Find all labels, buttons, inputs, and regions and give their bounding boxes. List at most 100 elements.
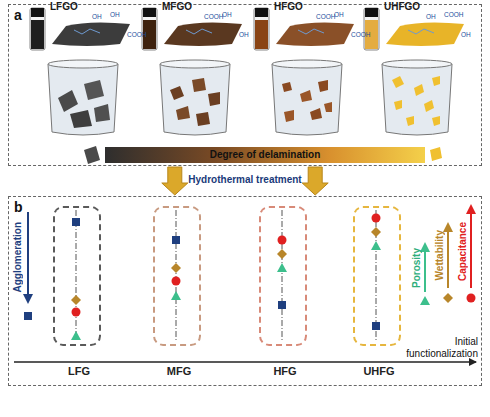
mfgo-sample <box>142 8 242 135</box>
vial-liquid <box>31 20 44 49</box>
porosity-marker <box>71 331 81 340</box>
process-label: Hydrothermal treatment <box>170 174 320 185</box>
functional-group: COOH <box>444 11 464 18</box>
beaker-rim <box>160 60 230 68</box>
flake <box>192 78 206 92</box>
vial <box>142 8 157 50</box>
sample-column: LFG <box>53 206 101 346</box>
wettability-marker <box>71 295 81 305</box>
agglomeration-marker <box>72 218 80 226</box>
lfgo-sample <box>30 8 130 135</box>
vial-liquid <box>255 20 268 49</box>
axis-arrow <box>14 361 476 363</box>
column-label: MFG <box>131 365 227 377</box>
beaker <box>160 64 230 135</box>
flake <box>392 76 404 88</box>
axis-label: Initial functionalization <box>394 336 478 360</box>
flake <box>94 104 110 122</box>
flake <box>310 108 322 120</box>
functional-group: OH <box>334 11 344 18</box>
delamination-bar <box>105 147 425 163</box>
column-label: HFG <box>237 365 333 377</box>
legend-arrowhead <box>466 204 476 214</box>
column-axis <box>76 210 77 340</box>
flake <box>284 110 294 122</box>
flake <box>208 92 220 106</box>
flake <box>176 106 190 120</box>
legend-arrow <box>27 212 29 296</box>
flake <box>324 102 332 112</box>
functional-group: OH <box>461 31 471 38</box>
agglomeration-marker <box>372 322 380 330</box>
functional-group: COOH <box>316 13 336 20</box>
flake <box>424 100 434 112</box>
column-label: LFG <box>31 365 127 377</box>
legend-arrow <box>447 230 449 288</box>
column-axis <box>282 210 283 340</box>
flake <box>70 110 92 128</box>
legend-arrow <box>424 250 426 292</box>
flake <box>414 84 424 96</box>
column-axis <box>376 210 377 340</box>
flake <box>58 90 78 112</box>
panel-letter: a <box>14 7 22 23</box>
flake <box>282 82 292 92</box>
vial-cap <box>365 8 378 17</box>
vial <box>364 8 379 50</box>
functional-group: OH <box>426 13 436 20</box>
beaker-rim <box>48 60 118 68</box>
beaker <box>48 64 118 135</box>
panel: a <box>8 4 482 166</box>
sample-column: UHFG <box>353 206 401 346</box>
sample-column: MFG <box>153 206 201 346</box>
beaker <box>382 64 452 135</box>
flake <box>394 100 402 110</box>
panel-letter: b <box>14 199 23 215</box>
hfgo-sample <box>254 8 354 135</box>
bond-lines <box>298 29 324 34</box>
functional-group: COOH <box>204 13 224 20</box>
sample-name: HFGO <box>274 1 303 12</box>
legend-sample <box>24 312 32 320</box>
porosity-marker <box>371 241 381 250</box>
flake-icon <box>430 147 442 161</box>
flake <box>406 116 414 126</box>
bond-lines <box>408 29 434 34</box>
column-axis <box>176 210 177 340</box>
vial-cap <box>143 8 156 17</box>
functional-group: OH <box>110 11 120 18</box>
wettability-marker <box>371 227 381 237</box>
go-sheet <box>386 22 464 46</box>
functional-group: COOH <box>127 31 147 38</box>
flake <box>432 76 440 86</box>
legend-arrowhead <box>23 294 33 304</box>
porosity-marker <box>171 291 181 300</box>
capacitance-marker <box>372 214 381 223</box>
flake <box>300 90 312 102</box>
beaker-rim <box>382 60 452 68</box>
wettability-marker <box>277 249 287 259</box>
legend-text: Wettability <box>434 230 445 280</box>
flake <box>196 112 210 126</box>
agglomeration-marker <box>278 301 286 309</box>
go-sheet <box>164 22 242 46</box>
delamination-label: Degree of delamination <box>105 147 425 163</box>
vial <box>30 8 45 50</box>
legend-arrow <box>470 212 472 288</box>
process-arrow <box>162 167 188 195</box>
capacitance-marker <box>278 236 287 245</box>
bond-lines <box>74 29 100 34</box>
vial-cap <box>31 8 44 17</box>
legend-text: Capacitance <box>457 222 468 281</box>
beaker <box>272 64 342 135</box>
process-arrow <box>302 167 328 195</box>
go-sheet <box>52 22 130 46</box>
functional-group: OH <box>222 11 232 18</box>
beaker-rim <box>272 60 342 68</box>
sample-name: UHFGO <box>384 1 420 12</box>
sample-column: HFG <box>259 206 307 346</box>
functional-group: OH <box>92 13 102 20</box>
legend-sample <box>420 296 430 305</box>
sample-name: MFGO <box>162 1 192 12</box>
porosity-marker <box>277 263 287 272</box>
